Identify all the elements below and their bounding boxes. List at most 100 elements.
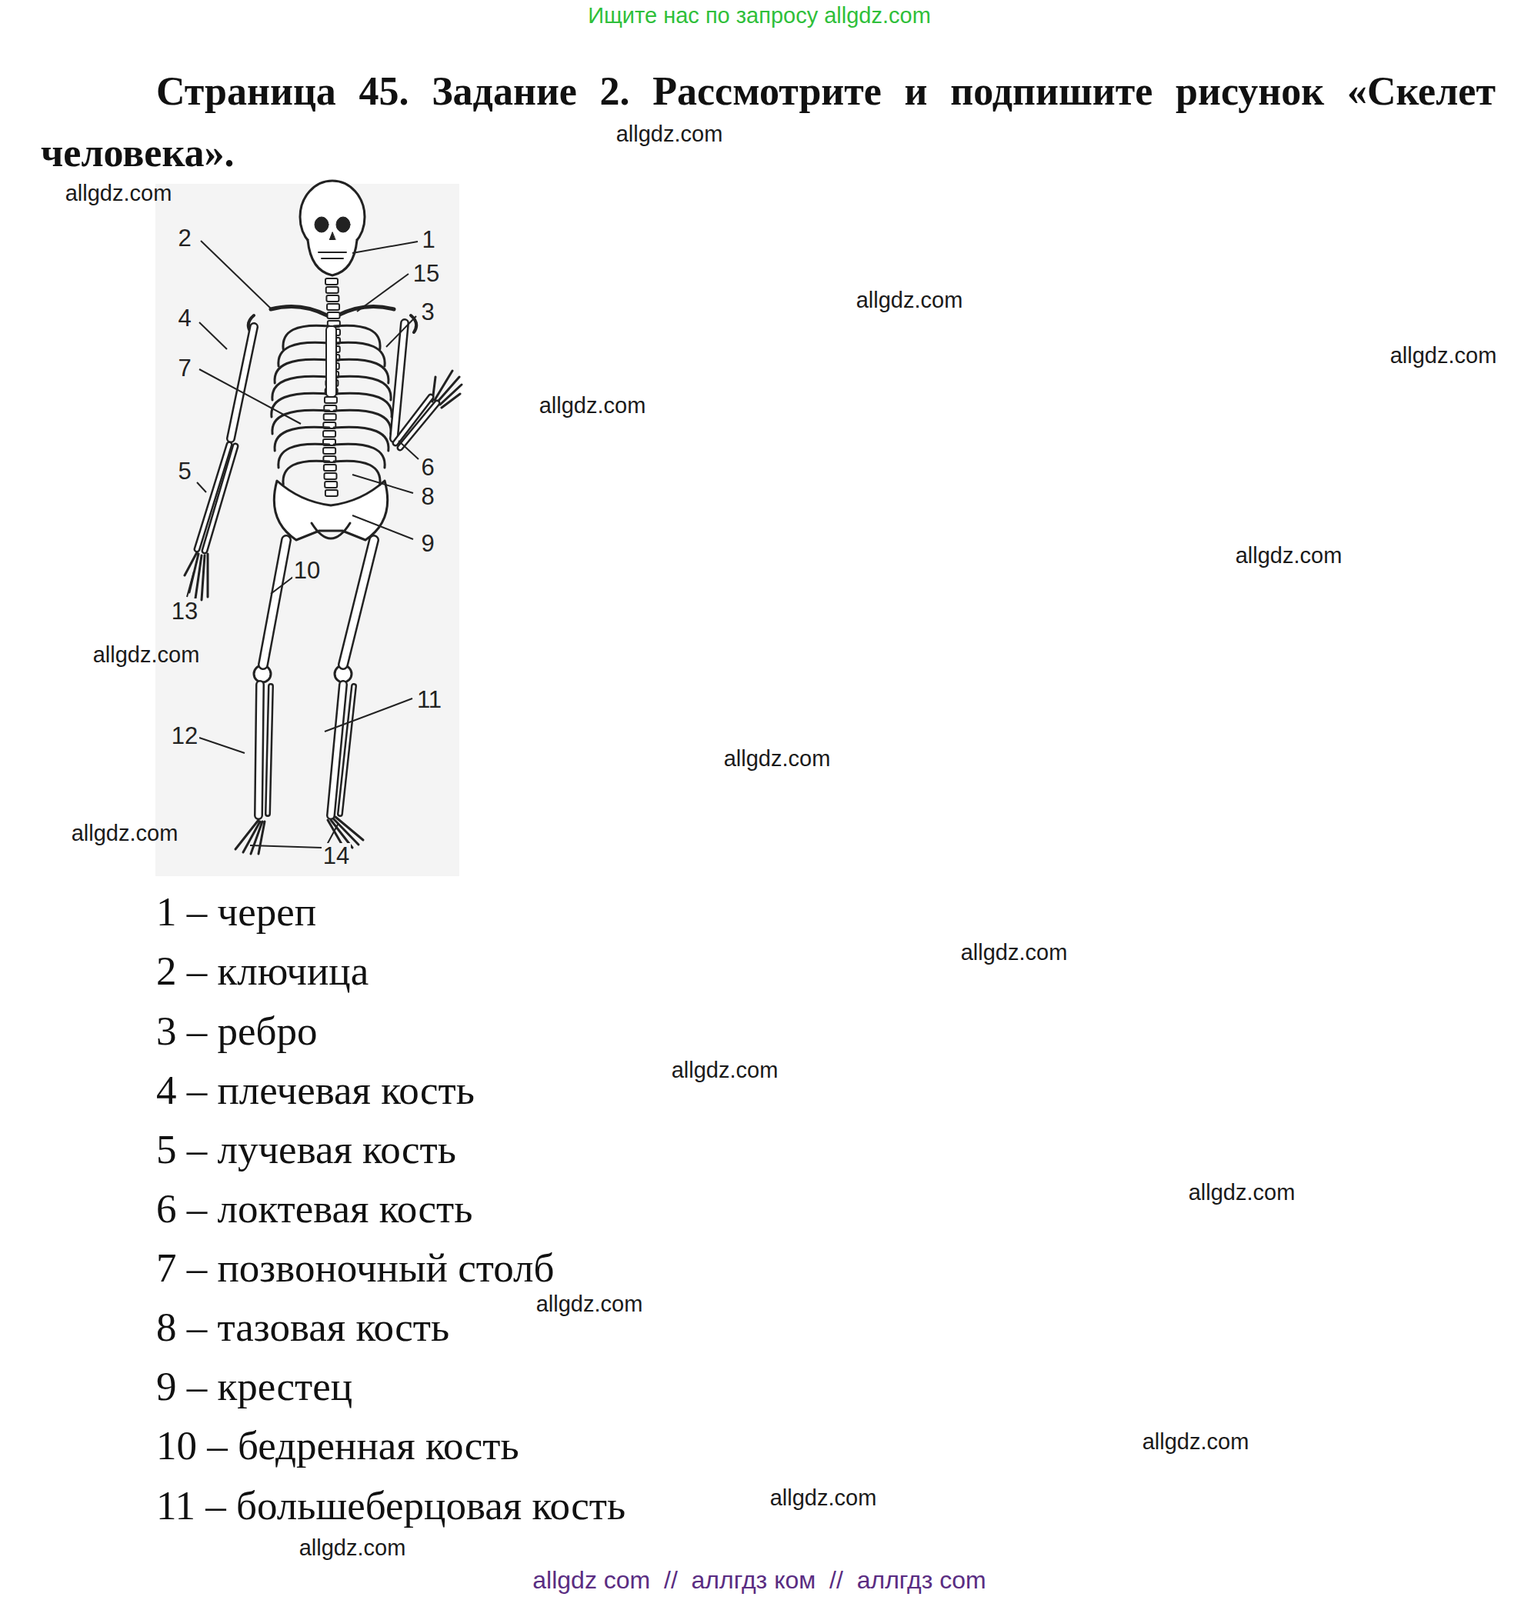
leader-line xyxy=(356,273,409,312)
rib xyxy=(283,460,330,485)
leader-line xyxy=(386,316,417,347)
callout-number: 10 xyxy=(292,557,322,584)
leader-line xyxy=(398,440,419,460)
callout-number: 7 xyxy=(176,355,193,382)
leader-line xyxy=(199,322,227,350)
vertebra xyxy=(323,430,336,437)
vertebra xyxy=(323,464,337,471)
watermark: allgdz.com xyxy=(65,180,173,207)
ulna xyxy=(204,446,236,551)
vertebra xyxy=(323,473,337,480)
leader-line xyxy=(352,474,414,494)
answer-line: 7 – позвоночный столб xyxy=(156,1244,554,1291)
watermark: allgdz.com xyxy=(539,393,647,419)
humerus xyxy=(393,323,405,439)
teeth xyxy=(318,252,347,259)
vertebra xyxy=(325,490,338,497)
rib xyxy=(278,443,330,468)
watermark: allgdz.com xyxy=(1188,1180,1296,1206)
vertebra xyxy=(323,413,337,421)
skeleton xyxy=(184,180,462,854)
leader-line xyxy=(200,240,271,309)
vertebra xyxy=(324,396,337,404)
watermark: allgdz.com xyxy=(71,820,179,847)
vertebra xyxy=(326,286,339,294)
tibia xyxy=(258,684,261,816)
watermark: allgdz.com xyxy=(616,121,724,147)
leader-line xyxy=(196,482,207,493)
callout-number: 11 xyxy=(415,687,444,714)
fibula xyxy=(340,686,354,814)
callout-number: 1 xyxy=(420,226,437,254)
answer-line: 1 – череп xyxy=(156,888,317,935)
answer-line: 8 – тазовая кость xyxy=(156,1304,450,1351)
humerus xyxy=(393,323,405,439)
answer-line: 9 – крестец xyxy=(156,1363,353,1410)
leader-line xyxy=(352,515,414,540)
humerus xyxy=(230,326,254,439)
humerus xyxy=(230,326,254,439)
watermark: allgdz.com xyxy=(770,1485,878,1511)
watermark: allgdz.com xyxy=(1390,343,1498,369)
femur xyxy=(263,540,287,665)
callout-number: 9 xyxy=(419,530,436,558)
callout-number: 8 xyxy=(419,483,436,511)
rib xyxy=(333,376,391,401)
watermark: allgdz.com xyxy=(1235,543,1343,569)
rib xyxy=(274,359,330,384)
rib xyxy=(333,359,389,384)
watermark: allgdz.com xyxy=(536,1291,644,1318)
task-title: Страница 45. Задание 2. Рассмотрите и по… xyxy=(40,60,1496,184)
leader-line xyxy=(352,241,418,254)
leader-line xyxy=(326,823,339,845)
callout-number: 5 xyxy=(176,458,193,485)
leader-lines xyxy=(186,240,419,848)
pelvis xyxy=(273,480,387,541)
eye-socket xyxy=(336,216,351,233)
answer-line: 5 – лучевая кость xyxy=(156,1126,457,1173)
answer-line: 10 – бедренная кость xyxy=(156,1422,520,1469)
vertebra xyxy=(326,295,339,302)
vertebra xyxy=(323,447,336,454)
rib xyxy=(333,443,385,468)
watermark: allgdz.com xyxy=(960,940,1068,966)
answer-line: 3 – ребро xyxy=(156,1007,318,1055)
rib xyxy=(272,376,330,401)
rib xyxy=(333,410,391,434)
rib xyxy=(333,426,389,451)
callout-number: 14 xyxy=(321,843,351,870)
watermark: allgdz.com xyxy=(856,287,964,314)
header-note: Ищите нас по запросу allgdz.com xyxy=(587,3,931,29)
ulna xyxy=(400,403,437,448)
callout-number: 4 xyxy=(176,305,193,332)
callout-number: 6 xyxy=(419,454,436,481)
sacrum xyxy=(311,523,351,539)
ulna xyxy=(400,403,437,448)
watermark: allgdz.com xyxy=(671,1057,779,1084)
rib xyxy=(274,426,330,451)
leader-line xyxy=(199,369,301,424)
callout-number: 13 xyxy=(170,598,200,625)
vertebra xyxy=(324,481,337,488)
femur xyxy=(343,540,374,665)
vertebra xyxy=(326,303,340,311)
answer-line: 2 – ключица xyxy=(156,947,369,994)
rib xyxy=(333,393,392,417)
watermark: allgdz.com xyxy=(299,1535,407,1562)
vertebra xyxy=(327,312,341,319)
vertebra xyxy=(325,278,338,285)
ulna xyxy=(204,446,236,551)
leader-line xyxy=(270,577,294,594)
fibula xyxy=(340,686,354,814)
left-foot xyxy=(235,820,265,854)
femur xyxy=(343,540,374,665)
jaw xyxy=(307,240,357,276)
watermark: allgdz.com xyxy=(1142,1429,1250,1455)
fibula xyxy=(267,686,271,814)
callout-number: 2 xyxy=(176,225,193,252)
callout-number: 15 xyxy=(411,260,441,287)
callout-number: 12 xyxy=(170,723,200,750)
left-hand xyxy=(184,552,208,601)
femur xyxy=(263,540,287,665)
